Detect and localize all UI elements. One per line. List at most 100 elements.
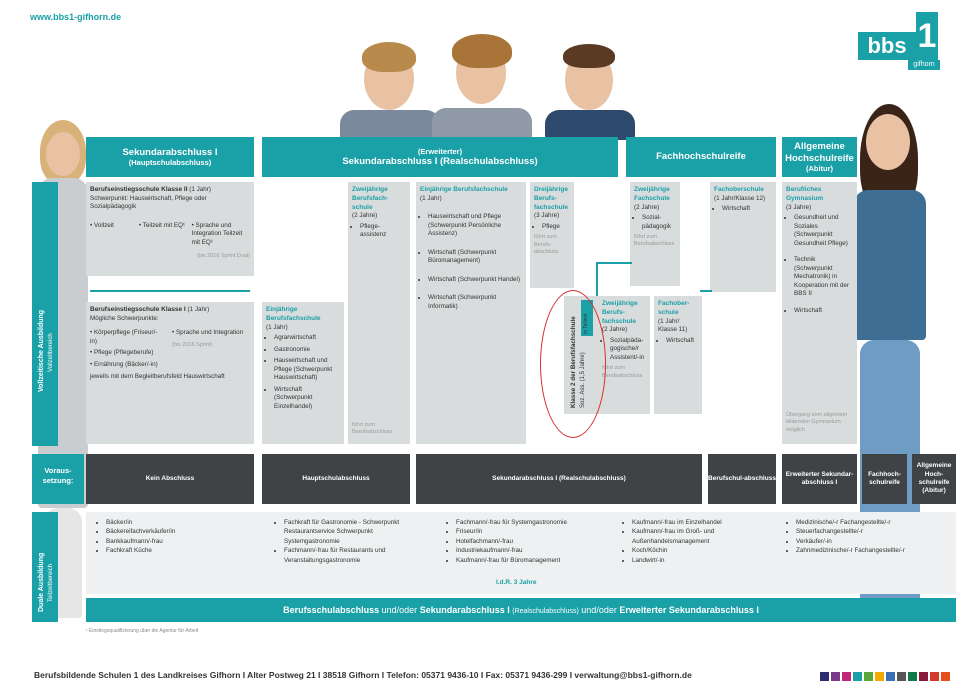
student-photo-boy-1: [340, 40, 440, 140]
list-item: Wirtschaft (Schwerpunkt Büromanagement): [428, 249, 522, 266]
box-note: Übergang vom allgemein bildenden Gymnasi…: [786, 412, 854, 434]
list-item: Hauswirtschaft und Pflege (Schwerpunkt H…: [274, 357, 340, 383]
student-photo-boy-2: [432, 32, 532, 140]
box-note: führt zum Berufsabschluss: [352, 422, 406, 437]
box-title: Dreijährige Berufs-fachschule: [534, 186, 570, 212]
list-item: Verkäufer/-in: [796, 537, 954, 546]
list-item: Wirtschaft (Schwerpunkt Handel): [428, 276, 522, 285]
connector-arrow: [90, 290, 250, 292]
logo-text: bbs: [858, 32, 916, 60]
box-title: Zweijährige Berufsfach-schule: [352, 186, 406, 212]
footnote: ¹ Einstiegsqualifizierung über die Agent…: [86, 628, 198, 634]
list-item: Fachkraft für Gastronomie - Schwerpunkt …: [284, 518, 424, 546]
list-item: • Körperpflege (Friseur/-in): [90, 329, 164, 346]
header-subtitle: (Abitur): [782, 164, 857, 173]
box-duration: (1 Jahr): [188, 306, 210, 313]
prereq-kein-abschluss: Kein Abschluss: [86, 454, 254, 504]
box-duration: (1 Jahr): [189, 186, 211, 193]
band-a: Berufsschulabschluss: [283, 605, 379, 615]
list-item: Steuerfachangestellte/-r: [796, 527, 954, 536]
box-berufseinstiegsschule-1: Berufseinstiegsschule Klasse I (1 Jahr) …: [86, 302, 254, 444]
box-duration: (1 Jahr/Klasse 12): [714, 195, 772, 204]
color-swatch: [897, 672, 906, 681]
list-item: • Teilzeit mit EQ¹: [139, 222, 186, 248]
dual-duration: I.d.R. 3 Jahre: [496, 578, 536, 588]
header-pretitle: (Erweiterter): [262, 147, 618, 156]
prereq-hauptschulabschluss: Hauptschulabschluss: [262, 454, 410, 504]
box-title: Berufseinstiegsschule Klasse I: [90, 306, 186, 313]
band-d: (Realschulabschluss): [512, 608, 579, 615]
box-einjaehrige-berufsfachschule-2: Einjährige Berufsfachschule (1 Jahr) Hau…: [416, 182, 526, 444]
list-item: Agrarwirtschaft: [274, 334, 340, 343]
list-item: Kaufmann/-frau im Groß- und Außenhandels…: [632, 527, 782, 546]
list-item: Pflege-assistenz: [360, 223, 406, 240]
dual-list-1: Bäcker/in Bäckereifachverkäufer/in Bankk…: [96, 518, 256, 556]
list-item: Landwirt/-in: [632, 556, 782, 565]
box-title: Einjährige Berufsfachschule: [420, 186, 522, 195]
list-item: Technik (Schwerpunkt Mechatronik) in Koo…: [794, 256, 853, 299]
list-item: Pflege: [542, 223, 570, 232]
prereq-sekundarabschluss: Sekundarabschluss I (Realschulabschluss): [416, 454, 702, 504]
box-note: (bis 2016 Sprint Dual): [90, 253, 250, 260]
final-degree-band: Berufsschulabschluss und/oder Sekundarab…: [86, 598, 956, 622]
list-item: Fachmann/-frau für Restaurants und Veran…: [284, 546, 424, 565]
box-einjaehrige-berufsfachschule-1: Einjährige Berufsfachschule (1 Jahr) Agr…: [262, 302, 344, 444]
list-item: Koch/Köchin: [632, 546, 782, 555]
box-note: führt zum Berufs-abschluss: [534, 234, 570, 256]
list-item: Gastronomie: [274, 346, 340, 355]
box-berufliches-gymnasium: Berufliches Gymnasium (3 Jahre) Gesundhe…: [782, 182, 857, 444]
prereq-erweiterter-sek: Erweiterter Sekundar-abschluss I: [782, 454, 857, 504]
box-duration: (2 Jahre): [352, 212, 406, 221]
prereq-berufsschulabschluss: Berufschul-abschluss: [708, 454, 776, 504]
box-title: Berufseinstiegsschule Klasse II: [90, 186, 188, 193]
color-swatch: [842, 672, 851, 681]
box-duration: (3 Jahre): [534, 212, 570, 221]
dual-list-2: Fachkraft für Gastronomie - Schwerpunkt …: [274, 518, 424, 565]
color-swatch: [820, 672, 829, 681]
prereq-abitur: Allgemeine Hoch-schulreife (Abitur): [912, 454, 956, 504]
highlight-circle: [540, 290, 606, 438]
header-title: Fachhochschulreife: [626, 151, 776, 162]
box-duration: (2 Jahre): [602, 326, 646, 335]
list-item: Wirtschaft: [794, 307, 853, 316]
band-e: und/oder: [581, 605, 617, 615]
box-note: führt zum Berufsabschluss: [634, 234, 676, 249]
box-extra: jeweils mit dem Begleitberufsfeld Hauswi…: [90, 373, 250, 382]
box-duration: (1 Jahr): [266, 324, 340, 333]
box-duration: (1 Jahr): [420, 195, 522, 204]
box-title: Zweijährige Fachschule: [634, 186, 676, 204]
list-item: Gesundheit und Soziales (Schwerpunkt Ges…: [794, 214, 853, 248]
website-url[interactable]: www.bbs1-gifhorn.de: [30, 12, 121, 22]
list-item: • Ernährung (Bäcker/-in): [90, 361, 164, 370]
band-f: Erweiterter Sekundarabschluss I: [619, 605, 759, 615]
list-item: Bäckereifachverkäufer/in: [106, 527, 256, 536]
box-focus: Mögliche Schwerpunkte:: [90, 315, 250, 324]
box-note: (bis 2016 Sprint): [172, 342, 248, 349]
connector-arrow: [700, 290, 712, 292]
box-zweijaehrige-fachschule: Zweijährige Fachschule (2 Jahre) Sozial-…: [630, 182, 680, 286]
bbs1-logo: bbs 1 gifhorn: [858, 12, 940, 70]
list-item: Friseur/in: [456, 527, 616, 536]
color-swatch: [908, 672, 917, 681]
list-item: Zahnmedizinische/-r Fachangestellte/-r: [796, 546, 954, 555]
box-title: Fachober-schule: [658, 300, 698, 318]
list-item: Industriekaufmann/-frau: [456, 546, 616, 555]
list-item: Medizinische/-r Fachangestellte/-r: [796, 518, 954, 527]
box-duration: (3 Jahre): [786, 204, 853, 213]
header-sek1-real: (Erweiterter) Sekundarabschluss I (Reals…: [262, 137, 618, 177]
header-title: Allgemeine Hochschulreife: [782, 141, 857, 164]
list-item: Wirtschaft (Schwerpunkt Einzelhandel): [274, 386, 340, 412]
box-title: Berufliches Gymnasium: [786, 186, 853, 204]
box-duration: (2 Jahre): [634, 204, 676, 213]
list-item: Wirtschaft: [666, 337, 698, 346]
header-sek1-haupt: Sekundarabschluss I (Hauptschulabschluss…: [86, 137, 254, 177]
color-swatch: [941, 672, 950, 681]
connector-arrow: [596, 262, 632, 264]
list-item: Kaufmann/-frau für Büromanagement: [456, 556, 616, 565]
logo-sub: gifhorn: [908, 60, 940, 70]
box-dreijaehrige-berufsfachschule: Dreijährige Berufs-fachschule (3 Jahre) …: [530, 182, 574, 288]
side-label: Duale Ausbildung: [38, 553, 45, 612]
dual-training-area: Bäcker/in Bäckereifachverkäufer/in Bankk…: [86, 512, 956, 594]
prereq-fachhochschulreife: Fachhoch-schulreife: [862, 454, 907, 504]
header-subtitle: (Hauptschulabschluss): [86, 158, 254, 167]
